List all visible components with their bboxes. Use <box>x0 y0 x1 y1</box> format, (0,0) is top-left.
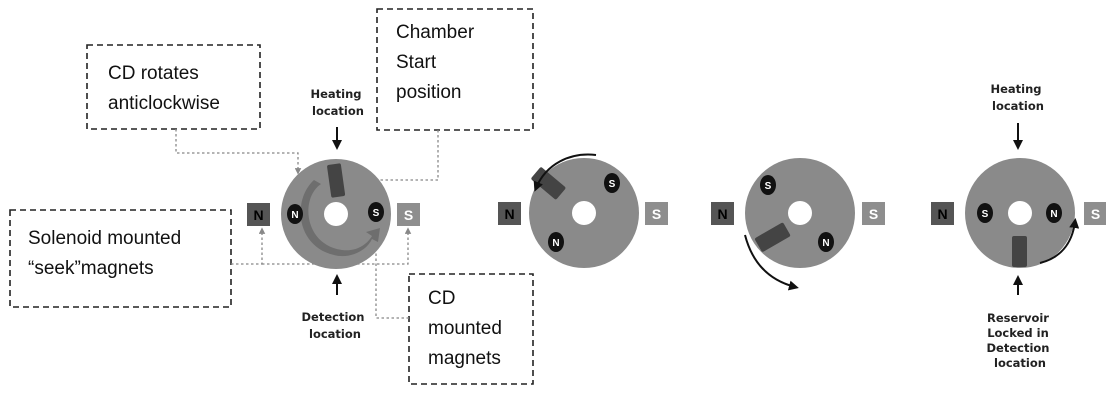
cd-magnet-s-2 <box>604 173 620 193</box>
cd-hole-4 <box>1008 201 1032 225</box>
cd-magnet-n-2 <box>548 232 564 252</box>
curved-arrow-icon <box>300 180 380 257</box>
detection-label-1-line-1: Detection <box>301 310 364 324</box>
detection-label-1-line-2: location <box>309 327 361 341</box>
reservoir-locked-label: Reservoir Locked in Detection location <box>986 311 1053 370</box>
leader-solenoid-south <box>262 227 412 265</box>
heating-label-4-line-2: location <box>992 99 1044 113</box>
panel-3: N S S N <box>711 158 885 291</box>
leader-rotation <box>175 129 302 175</box>
callout-rotation-line-2: anticlockwise <box>108 93 220 114</box>
chamber-2 <box>531 167 566 200</box>
solenoid-south-label-3: S <box>869 206 878 222</box>
rotation-arc-3 <box>744 234 799 291</box>
chamber-1 <box>327 163 346 198</box>
cd-magnet-n-label-1: N <box>291 210 298 221</box>
cd-magnet-s-1 <box>368 202 384 222</box>
callout-chamber-text: Chamber Start position <box>396 22 479 103</box>
solenoid-south-label-2: S <box>652 206 661 222</box>
solenoid-south-2 <box>645 202 668 225</box>
cd-hole-2 <box>572 201 596 225</box>
leader-cd-magnet <box>372 222 409 319</box>
leader-solenoid-north <box>231 227 266 265</box>
cd-magnet-s-4 <box>977 203 993 223</box>
chamber-4 <box>1012 236 1027 267</box>
solenoid-north-label-3: N <box>717 206 727 222</box>
heating-label-4: Heating location <box>990 82 1045 113</box>
rotation-arc-4 <box>1039 218 1080 264</box>
callout-cd-magnets-line-2: mounted <box>428 318 502 339</box>
panel-1: N S N S Heating location Detection locat… <box>247 87 420 341</box>
cd-magnet-n-label-3: N <box>822 238 829 249</box>
cd-hole-3 <box>788 201 812 225</box>
solenoid-north-2 <box>498 202 521 225</box>
heating-label-4-line-1: Heating <box>990 82 1041 96</box>
solenoid-north-1 <box>247 203 270 226</box>
solenoid-south-4 <box>1084 202 1106 225</box>
heating-label-1: Heating location <box>310 87 365 118</box>
callout-solenoid-box <box>9 209 232 308</box>
cd-magnet-s-label-2: S <box>609 179 616 190</box>
callout-cd-magnets-line-1: CD <box>428 288 455 309</box>
heating-label-1-line-2: location <box>312 104 364 118</box>
callout-solenoid-text: Solenoid mounted “seek”magnets <box>28 228 186 279</box>
solenoid-north-label-4: N <box>937 206 947 222</box>
detection-label-1: Detection location <box>301 310 368 341</box>
cd-magnet-n-4 <box>1046 203 1062 223</box>
reservoir-locked-line-4: location <box>994 356 1046 370</box>
callout-chamber-line-1: Chamber <box>396 22 475 43</box>
solenoid-north-label-2: N <box>504 206 514 222</box>
solenoid-north-4 <box>931 202 954 225</box>
rotation-arc-2 <box>533 153 597 192</box>
callout-cd-magnets-box <box>408 273 534 385</box>
leader-chamber <box>347 130 439 184</box>
solenoid-south-3 <box>862 202 885 225</box>
heating-label-1-line-1: Heating <box>310 87 361 101</box>
reservoir-locked-line-2: Locked in <box>987 326 1049 340</box>
cd-magnet-s-label-3: S <box>765 181 772 192</box>
cd-magnet-n-3 <box>818 232 834 252</box>
solenoid-south-1 <box>397 203 420 226</box>
callout-chamber-line-3: position <box>396 82 462 103</box>
cd-magnet-n-label-2: N <box>552 238 559 249</box>
cd-magnet-s-label-4: S <box>982 209 989 220</box>
solenoid-south-label-4: S <box>1091 206 1100 222</box>
callout-solenoid-line-2: “seek”magnets <box>28 258 154 279</box>
solenoid-north-3 <box>711 202 734 225</box>
callout-chamber-box <box>376 8 534 131</box>
cd-hole-1 <box>324 202 348 226</box>
callout-rotation-text: CD rotates anticlockwise <box>108 63 220 114</box>
callout-cd-magnets-text: CD mounted magnets <box>428 288 507 369</box>
reservoir-locked-line-3: Detection <box>986 341 1049 355</box>
chamber-3 <box>755 222 791 252</box>
solenoid-south-label-1: S <box>404 207 413 223</box>
callout-chamber-line-2: Start <box>396 52 437 73</box>
reservoir-locked-line-1: Reservoir <box>987 311 1049 325</box>
panel-4: N S S N Heating location Reservoir Locke… <box>931 82 1106 370</box>
callout-cd-magnets-line-3: magnets <box>428 348 501 369</box>
callout-solenoid-line-1: Solenoid mounted <box>28 228 181 249</box>
leader-lines <box>175 129 439 319</box>
solenoid-north-label-1: N <box>253 207 263 223</box>
cd-magnet-n-1 <box>287 204 303 224</box>
cd-magnet-n-label-4: N <box>1050 209 1057 220</box>
panel-2: N S S N <box>498 153 668 268</box>
cd-magnet-s-label-1: S <box>373 208 380 219</box>
callout-rotation-box <box>86 44 261 130</box>
cd-magnet-s-3 <box>760 175 776 195</box>
callout-rotation-line-1: CD rotates <box>108 63 199 84</box>
